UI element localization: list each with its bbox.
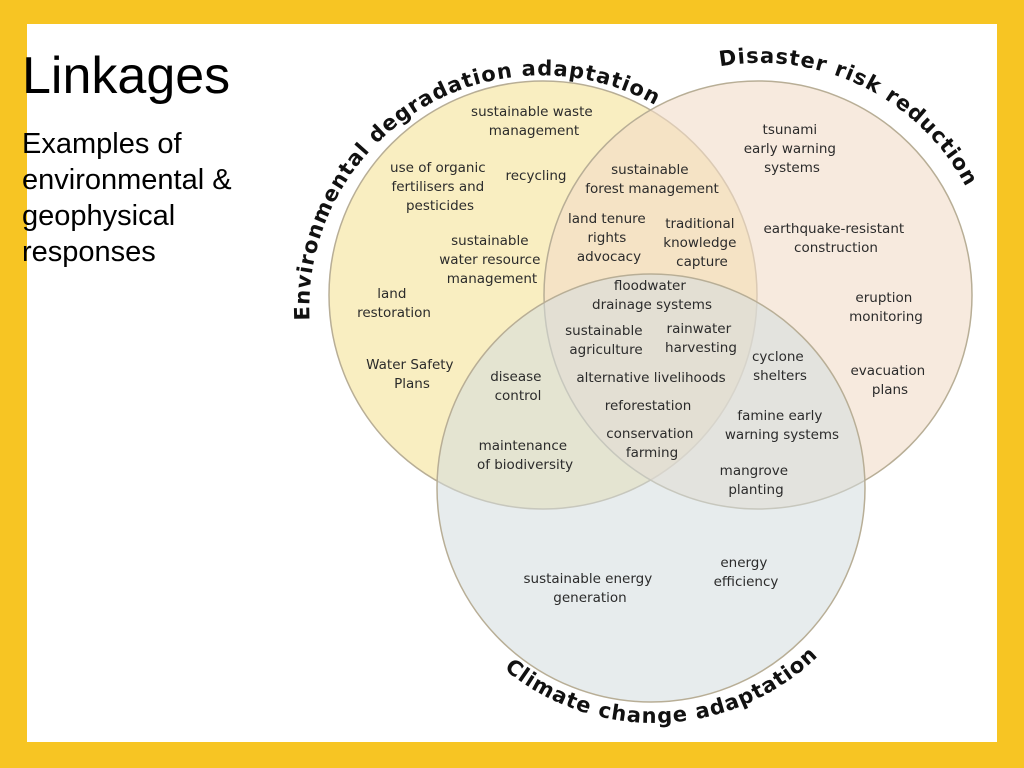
item-use-of-organic-fertilisers: use of organic fertilisers and pesticide… <box>390 160 490 214</box>
item-sustainable-forest-management: sustainable forest management <box>585 162 719 197</box>
item-rainwater-harvesting: rainwater harvesting <box>665 321 737 356</box>
item-eruption-monitoring: eruption monitoring <box>849 290 923 325</box>
circle-climate <box>436 273 866 703</box>
item-sustainable-energy-generation: sustainable energy generation <box>523 571 656 606</box>
item-earthquake-resistant-construction: earthquake-resistant construction <box>764 221 909 256</box>
item-conservation-farming: conservation farming <box>606 426 698 461</box>
slide-subtitle: Examples of environmental & geophysical … <box>22 128 232 268</box>
item-floodwater-drainage: floodwater drainage systems <box>592 278 712 313</box>
item-traditional-knowledge-capture: traditional knowledge capture <box>663 216 740 270</box>
slide-title: Linkages <box>22 47 231 105</box>
item-energy-efficiency: energy efficiency <box>714 555 779 590</box>
item-water-safety-plans: Water Safety Plans <box>366 357 458 392</box>
item-famine-early-warning: famine early warning systems <box>725 408 839 443</box>
item-land-tenure-rights-advocacy: land tenure rights advocacy <box>568 211 650 265</box>
item-land-restoration: land restoration <box>357 286 431 321</box>
item-sustainable-agriculture: sustainable agriculture <box>565 323 647 358</box>
item-reforestation: reforestation <box>605 398 692 414</box>
item-tsunami-early-warning: tsunami early warning systems <box>744 122 841 176</box>
item-maintenance-of-biodiversity: maintenance of biodiversity <box>477 438 573 473</box>
item-cyclone-shelters: cyclone shelters <box>752 349 808 384</box>
item-mangrove-planting: mangrove planting <box>720 463 793 498</box>
item-disease-control: disease control <box>490 369 546 404</box>
item-alternative-livelihoods: alternative livelihoods <box>576 370 725 386</box>
item-recycling: recycling <box>505 168 566 184</box>
item-sustainable-water-resource-management: sustainable water resource management <box>439 233 544 287</box>
item-sustainable-waste-management: sustainable waste management <box>471 104 597 139</box>
item-evacuation-plans: evacuation plans <box>851 363 930 398</box>
